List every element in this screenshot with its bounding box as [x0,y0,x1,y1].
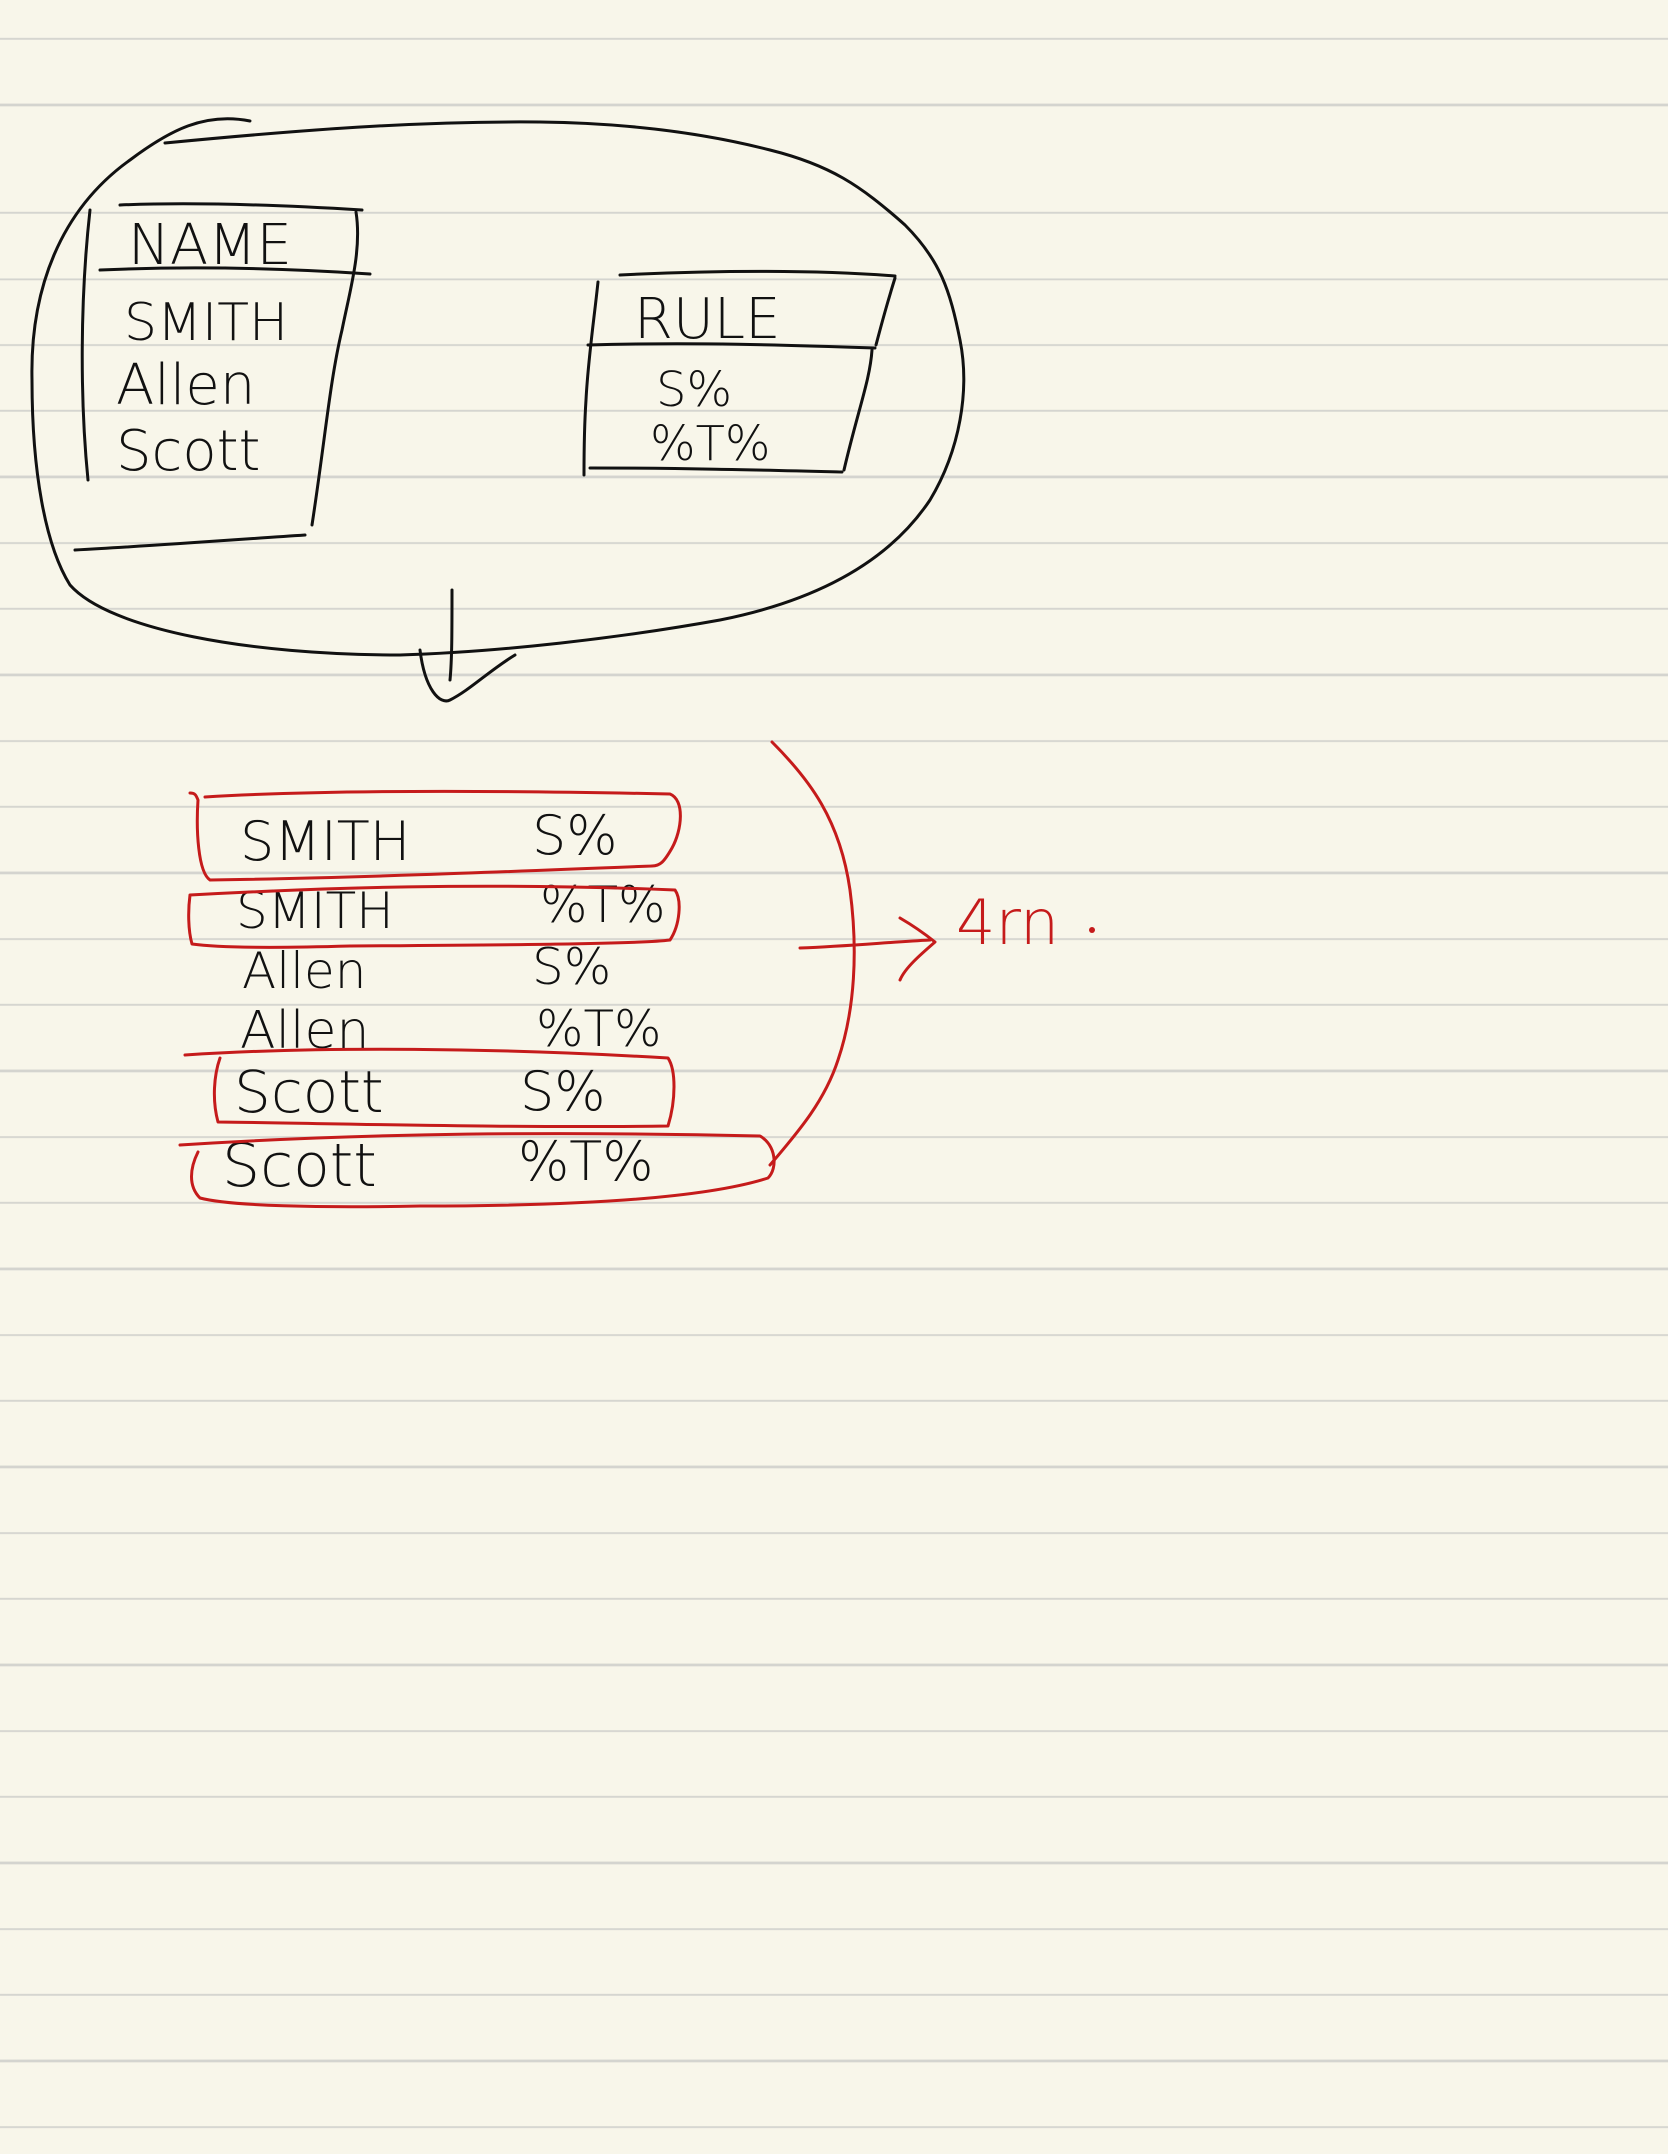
down-arrow-icon [418,588,517,703]
circle-highlight [187,884,681,949]
result-rule: S% [532,804,618,867]
rule-table-header: RULE [634,287,780,352]
name-table-row: Scott [116,419,261,484]
result-rule: S% [532,938,611,996]
result-rule: %T% [540,876,666,934]
name-table-header: NAME [128,213,292,278]
rule-table-row: S% [656,362,732,418]
right-arrow-icon [798,938,932,950]
rule-table: RULE S% %T% [582,269,897,477]
enclosing-loop [30,117,966,657]
red-annotations [178,740,937,1209]
result-table: SMITH S% SMITH %T% Allen S% Allen %T% Sc… [222,804,666,1201]
result-count-label: 4rn [956,886,1059,959]
result-name: SMITH [240,810,410,873]
name-table-row: Allen [116,353,255,418]
result-name: Allen [242,942,366,1000]
red-dot [1089,927,1095,933]
bracket [768,740,856,1167]
result-rule: %T% [536,1000,662,1058]
circle-highlight [178,1132,776,1209]
name-table: NAME SMITH Allen Scott [73,202,372,552]
result-rule: %T% [518,1130,654,1193]
result-name: Scott [222,1131,377,1201]
rule-table-row: %T% [650,416,771,472]
circle-highlight [183,1047,676,1129]
result-rule: S% [520,1060,606,1123]
name-table-borders [73,202,372,552]
circle-highlight [188,789,682,882]
result-name: Scott [234,1058,384,1126]
name-table-row: SMITH [124,293,288,353]
rule-table-borders [582,269,897,477]
